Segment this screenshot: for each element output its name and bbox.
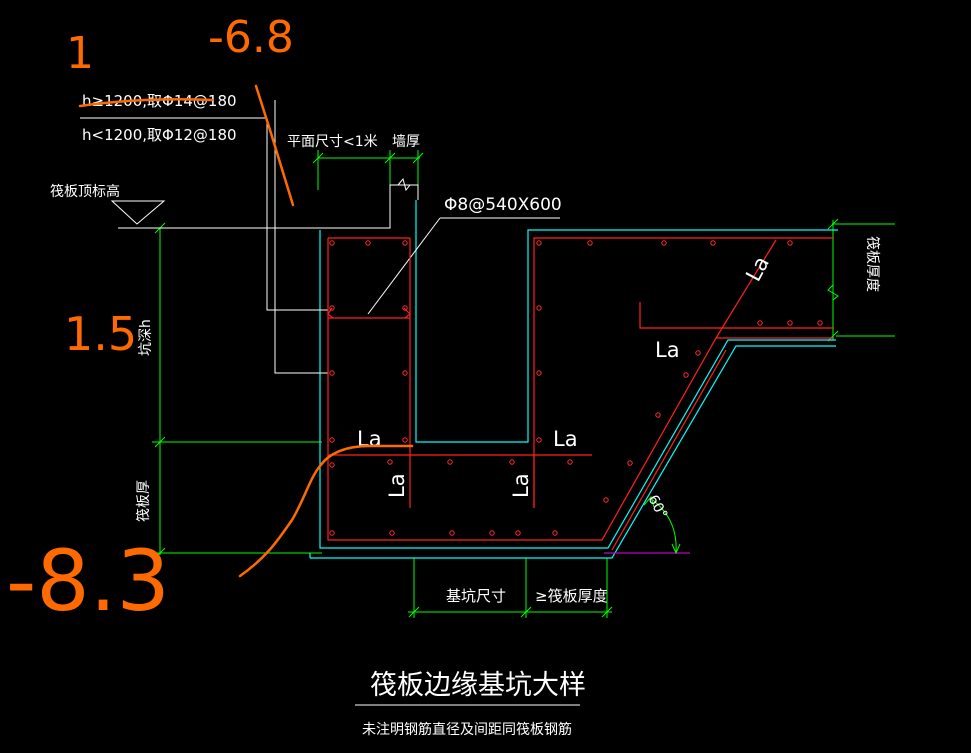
raft-thickness-right-label: 筏板厚度 <box>864 236 881 292</box>
handwritten-mark-top: -6.8 <box>208 12 294 63</box>
anchorage-label-6: La <box>509 473 533 498</box>
handwritten-mark-left: 1.5 <box>64 307 137 361</box>
rebar-short-label: h<1200,取Φ12@180 <box>82 126 237 144</box>
annotation-text: h≥1200,取Φ14@180 h<1200,取Φ12@180 平面尺寸<1米 … <box>50 92 881 738</box>
title-main: 筏板边缘基坑大样 <box>370 670 586 701</box>
handwritten-mark-top-left: 1 <box>66 28 94 79</box>
anchorage-label-1: La <box>741 252 774 285</box>
handwritten-numbers: 1 -6.8 1.5 -8.3 <box>6 12 294 630</box>
break-mark <box>827 284 839 301</box>
pit-depth-label: 坑深h <box>138 319 154 356</box>
pit-size-label: 基坑尺寸 <box>446 587 506 605</box>
handwritten-mark-bottom: -8.3 <box>6 532 170 630</box>
anchorage-label-4: La <box>553 427 578 451</box>
plan-size-label: 平面尺寸<1米 <box>287 134 378 150</box>
anchorage-label-2: La <box>655 338 680 362</box>
anchorage-label-5: La <box>385 473 409 498</box>
white-linework <box>80 100 580 706</box>
raft-top-elevation-label: 筏板顶标高 <box>50 183 120 200</box>
rebar-dots <box>329 240 823 536</box>
stirrup-label: Φ8@540X600 <box>444 195 562 215</box>
rebar-tall-label: h≥1200,取Φ14@180 <box>82 92 237 110</box>
wall-thickness-label: 墙厚 <box>392 134 420 150</box>
title-note: 未注明钢筋直径及间距同筏板钢筋 <box>362 721 572 738</box>
raft-thickness-left-label: 筏板厚 <box>135 480 152 522</box>
reinforcement <box>327 237 834 551</box>
min-raft-thickness-label: ≥筏板厚度 <box>535 587 608 605</box>
angle-label: 60° <box>644 492 670 521</box>
angle-marker <box>604 495 690 555</box>
handwritten-markup <box>78 84 414 578</box>
concrete-outline <box>309 200 838 559</box>
